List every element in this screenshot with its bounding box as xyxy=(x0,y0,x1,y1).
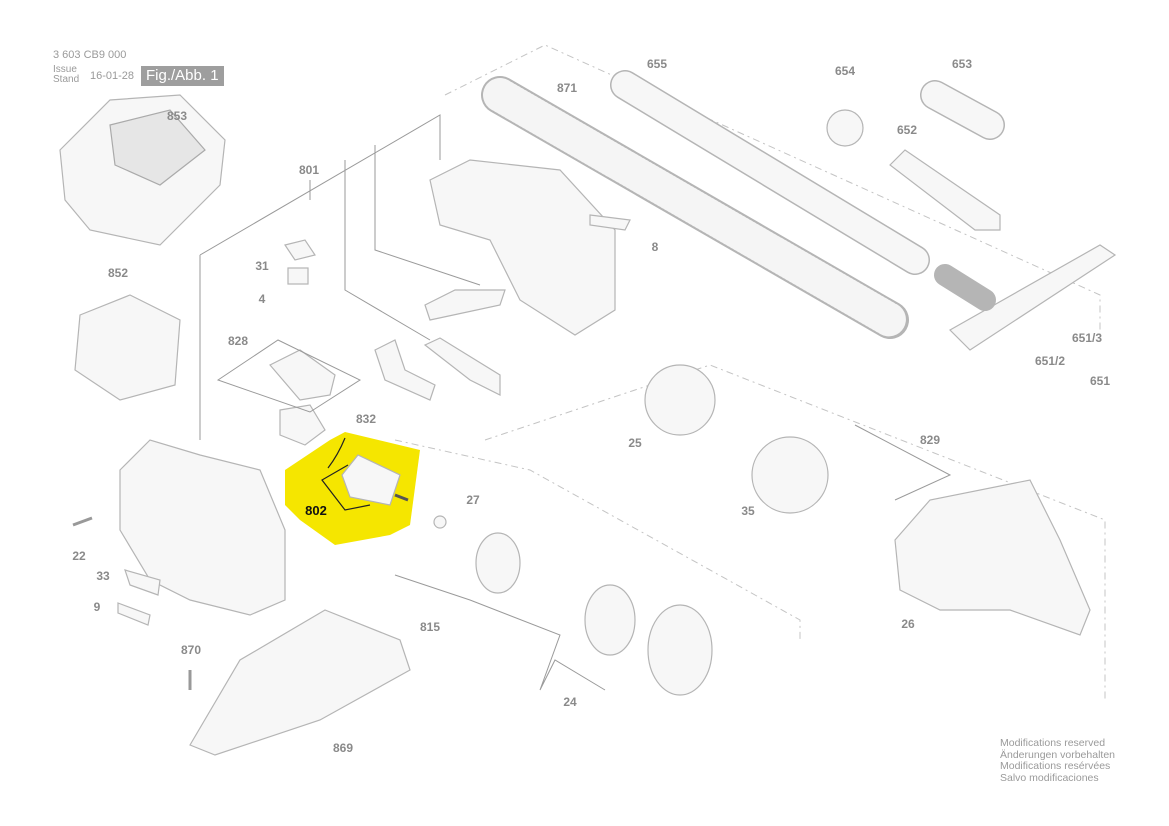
label-31: 31 xyxy=(255,259,269,273)
switch-base xyxy=(279,404,326,446)
label-802-highlighted: 802 xyxy=(305,503,327,518)
stand-869 xyxy=(189,609,411,756)
part-4 xyxy=(287,267,309,285)
motor-wire xyxy=(327,437,346,469)
washer-27 xyxy=(433,515,447,529)
filter-cage-35 xyxy=(751,436,829,514)
dust-container-26 xyxy=(894,479,1091,636)
battery-852 xyxy=(74,294,181,401)
motor-802 xyxy=(341,454,401,506)
leader-801-c xyxy=(374,145,481,286)
label-27: 27 xyxy=(466,493,480,507)
label-8: 8 xyxy=(652,240,659,254)
label-4: 4 xyxy=(259,292,266,306)
label-832: 832 xyxy=(356,412,376,426)
stand-label: Stand xyxy=(53,74,80,85)
notice-line-en: Modifications reserved xyxy=(1000,737,1106,749)
brush-inner xyxy=(921,81,1004,139)
charger-top xyxy=(109,109,206,186)
label-651: 651 xyxy=(1090,374,1110,388)
switch-828 xyxy=(269,349,336,401)
label-815: 815 xyxy=(420,620,440,634)
housing-half xyxy=(429,159,616,336)
document-number: 3 603 CB9 000 xyxy=(53,49,127,61)
fan-815 xyxy=(475,532,521,594)
label-852: 852 xyxy=(108,266,128,280)
label-869: 869 xyxy=(333,741,353,755)
motor-shaft xyxy=(394,493,409,502)
part-8 xyxy=(589,214,631,231)
label-651-2: 651/2 xyxy=(1035,354,1065,368)
leader-829 xyxy=(854,424,952,501)
notice-line-es: Salvo modificaciones xyxy=(1000,771,1099,784)
group-frame-top xyxy=(444,44,1101,340)
label-33 xyxy=(124,569,161,596)
group-frame-motor xyxy=(394,439,801,640)
label-24: 24 xyxy=(563,695,577,709)
leader-815 xyxy=(394,574,606,691)
label-9 xyxy=(117,602,151,626)
tube-inner xyxy=(611,71,929,274)
notice-line-de: Änderungen vorbehalten xyxy=(1000,748,1116,761)
part-labels: 853 801 871 655 654 653 652 8 31 4 852 8… xyxy=(72,57,1110,755)
label-801: 801 xyxy=(299,163,319,177)
part-31 xyxy=(284,239,316,261)
group-frame-filter xyxy=(484,364,1106,700)
label-35: 35 xyxy=(741,504,755,518)
label-655: 655 xyxy=(647,57,667,71)
modifications-notice: Modifications reserved Änderungen vorbeh… xyxy=(1000,737,1116,784)
notice-line-fr: Modifications resérvées xyxy=(1000,760,1111,772)
leader-802 xyxy=(321,464,371,511)
label-870: 870 xyxy=(181,643,201,657)
label-853: 853 xyxy=(167,109,187,123)
label-22: 22 xyxy=(72,549,86,563)
label-871: 871 xyxy=(557,81,577,95)
floor-nozzle-651 xyxy=(949,244,1117,351)
crevice-652 xyxy=(889,149,1001,231)
seal-block xyxy=(424,289,506,321)
leader-801-b xyxy=(344,160,431,341)
leader-828 xyxy=(216,339,362,413)
nozzle-neck xyxy=(934,264,996,311)
cover xyxy=(647,604,713,696)
label-651-3: 651/3 xyxy=(1072,331,1102,345)
label-653: 653 xyxy=(952,57,972,71)
label-652: 652 xyxy=(897,123,917,137)
handle-housing xyxy=(119,439,286,616)
figure-label: Fig./Abb. 1 xyxy=(141,66,224,86)
issue-label: Issue xyxy=(53,64,77,75)
label-9: 9 xyxy=(94,600,101,614)
label-829: 829 xyxy=(920,433,940,447)
label-25: 25 xyxy=(628,436,642,450)
leader-801 xyxy=(199,114,441,256)
label-828: 828 xyxy=(228,334,248,348)
button-832 xyxy=(374,339,436,401)
label-33: 33 xyxy=(96,569,110,583)
label-26: 26 xyxy=(901,617,915,631)
label-654: 654 xyxy=(835,64,855,78)
ring-24 xyxy=(584,584,636,656)
clip-654 xyxy=(826,109,864,147)
issue-date: 16-01-28 xyxy=(90,70,135,82)
seal-strip xyxy=(423,337,501,396)
screw-22 xyxy=(72,516,93,527)
hose-ribs xyxy=(483,78,907,337)
filter-25 xyxy=(644,364,716,436)
